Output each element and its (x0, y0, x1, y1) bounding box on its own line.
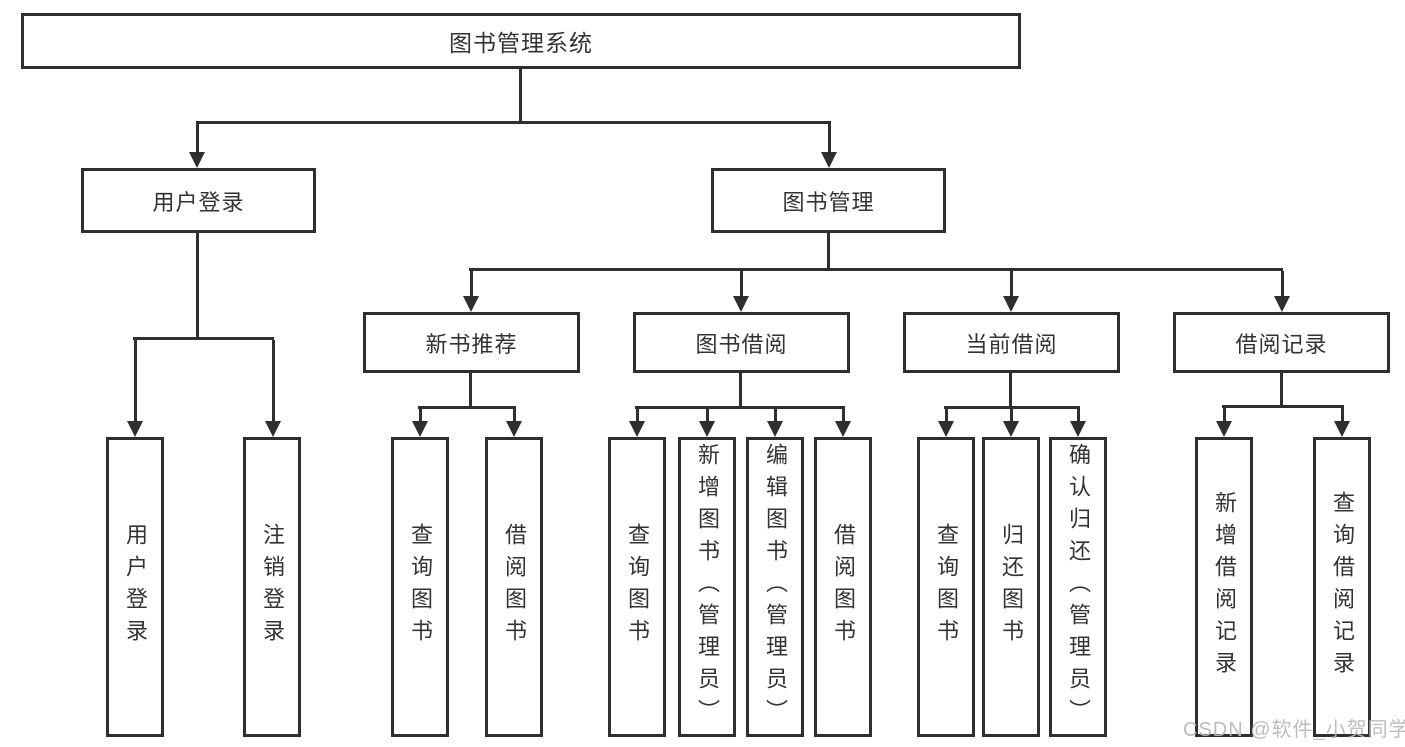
arrow-down-icon (506, 409, 522, 437)
connector-book-mgmt-drop (827, 233, 830, 268)
node-book-management: 图书管理 (711, 168, 946, 233)
arrow-down-icon (1003, 409, 1019, 437)
arrow-down-icon (938, 409, 954, 437)
connector-user-login-drop (196, 233, 199, 337)
node-borrow-records: 借阅记录 (1173, 312, 1390, 373)
leaf-user-login: 用户登录 (106, 437, 164, 737)
leaf-borrow-books: 借阅图书 (485, 437, 543, 737)
connector-section-drop (739, 373, 742, 406)
connector-section-rail (635, 406, 845, 409)
arrow-down-icon (1216, 408, 1232, 437)
arrow-down-icon (733, 271, 749, 312)
arrow-down-icon (1274, 271, 1290, 312)
node-current-borrow: 当前借阅 (903, 312, 1120, 373)
leaf-query-books: 查询图书 (917, 437, 975, 737)
connector-root-rail (196, 121, 831, 124)
arrow-down-icon (835, 409, 851, 437)
connector-book-mgmt-rail (469, 268, 1283, 271)
connector-section-rail (944, 406, 1080, 409)
node-new-book-recommend: 新书推荐 (363, 312, 580, 373)
arrow-down-icon (767, 409, 783, 437)
connector-section-drop (469, 373, 472, 406)
leaf-add-book-admin: 新增图书（管理员） (678, 437, 736, 737)
arrow-down-icon (1003, 271, 1019, 312)
arrow-down-icon (1334, 408, 1350, 437)
arrow-down-icon (412, 409, 428, 437)
connector-root-drop (519, 69, 522, 121)
leaf-add-borrow-record: 新增借阅记录 (1195, 437, 1253, 737)
arrow-down-icon (1070, 409, 1086, 437)
connector-section-drop (1009, 373, 1012, 406)
connector-section-rail (1222, 405, 1344, 408)
arrow-down-icon (821, 121, 837, 168)
arrow-down-icon (189, 121, 205, 168)
leaf-confirm-return-admin: 确认归还（管理员） (1049, 437, 1107, 737)
node-root: 图书管理系统 (21, 13, 1021, 69)
node-book-borrow: 图书借阅 (633, 312, 850, 373)
leaf-borrow-books: 借阅图书 (814, 437, 872, 737)
node-user-login: 用户登录 (81, 168, 316, 233)
leaf-query-books: 查询图书 (608, 437, 666, 737)
leaf-logout: 注销登录 (243, 437, 301, 737)
arrow-down-icon (127, 340, 143, 437)
leaf-return-books: 归还图书 (982, 437, 1040, 737)
csdn-watermark: CSDN @软件_小贺同学 (1183, 719, 1405, 741)
arrow-down-icon (699, 409, 715, 437)
arrow-down-icon (629, 409, 645, 437)
leaf-query-borrow-record: 查询借阅记录 (1313, 437, 1371, 737)
connector-section-drop (1280, 373, 1283, 405)
leaf-query-books: 查询图书 (391, 437, 449, 737)
connector-user-login-rail (133, 337, 274, 340)
connector-section-rail (418, 406, 516, 409)
arrow-down-icon (463, 271, 479, 312)
leaf-edit-book-admin: 编辑图书（管理员） (746, 437, 804, 737)
arrow-down-icon (265, 340, 281, 437)
